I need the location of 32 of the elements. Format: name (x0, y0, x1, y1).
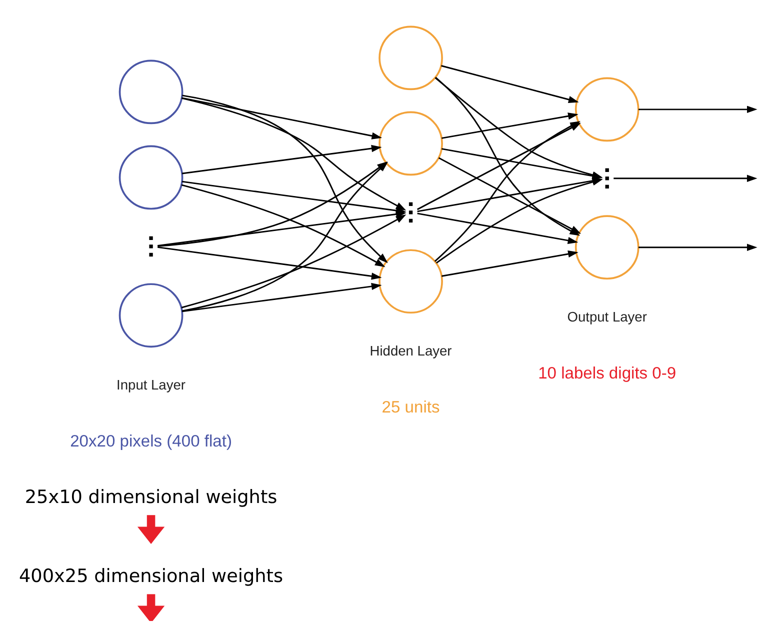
label: 10 labels digits 0-9 (538, 362, 676, 382)
node-circle (574, 76, 640, 142)
node-circle (118, 144, 184, 210)
arrow (182, 144, 382, 174)
arrow (438, 156, 582, 234)
arrow (614, 174, 758, 182)
arrow (442, 112, 578, 138)
node-text: 400x25 dimensional weights (18, 566, 284, 587)
arrow (137, 594, 165, 620)
node-circle (118, 282, 184, 348)
label: 20x20 pixels (400 flat) (70, 430, 232, 450)
arrow (417, 212, 578, 244)
label: Hidden Layer (370, 342, 452, 358)
arrow (157, 246, 382, 280)
node-circle (574, 214, 640, 280)
arrow (442, 250, 578, 276)
arrow (182, 282, 382, 312)
label: Output Layer (567, 308, 647, 324)
label: Input Layer (116, 376, 186, 392)
arrow (638, 243, 758, 250)
arrow (181, 214, 406, 308)
arrow (157, 210, 406, 246)
label: 25 units (382, 396, 440, 416)
node-text: 25x10 dimensional weights (24, 486, 278, 508)
arrow (181, 184, 386, 267)
node-circle (118, 59, 184, 124)
arrow (182, 96, 382, 139)
node-circle (378, 25, 443, 90)
arrow (441, 64, 579, 103)
arrow (137, 514, 165, 544)
arrow (182, 96, 406, 210)
arrow (638, 105, 758, 113)
